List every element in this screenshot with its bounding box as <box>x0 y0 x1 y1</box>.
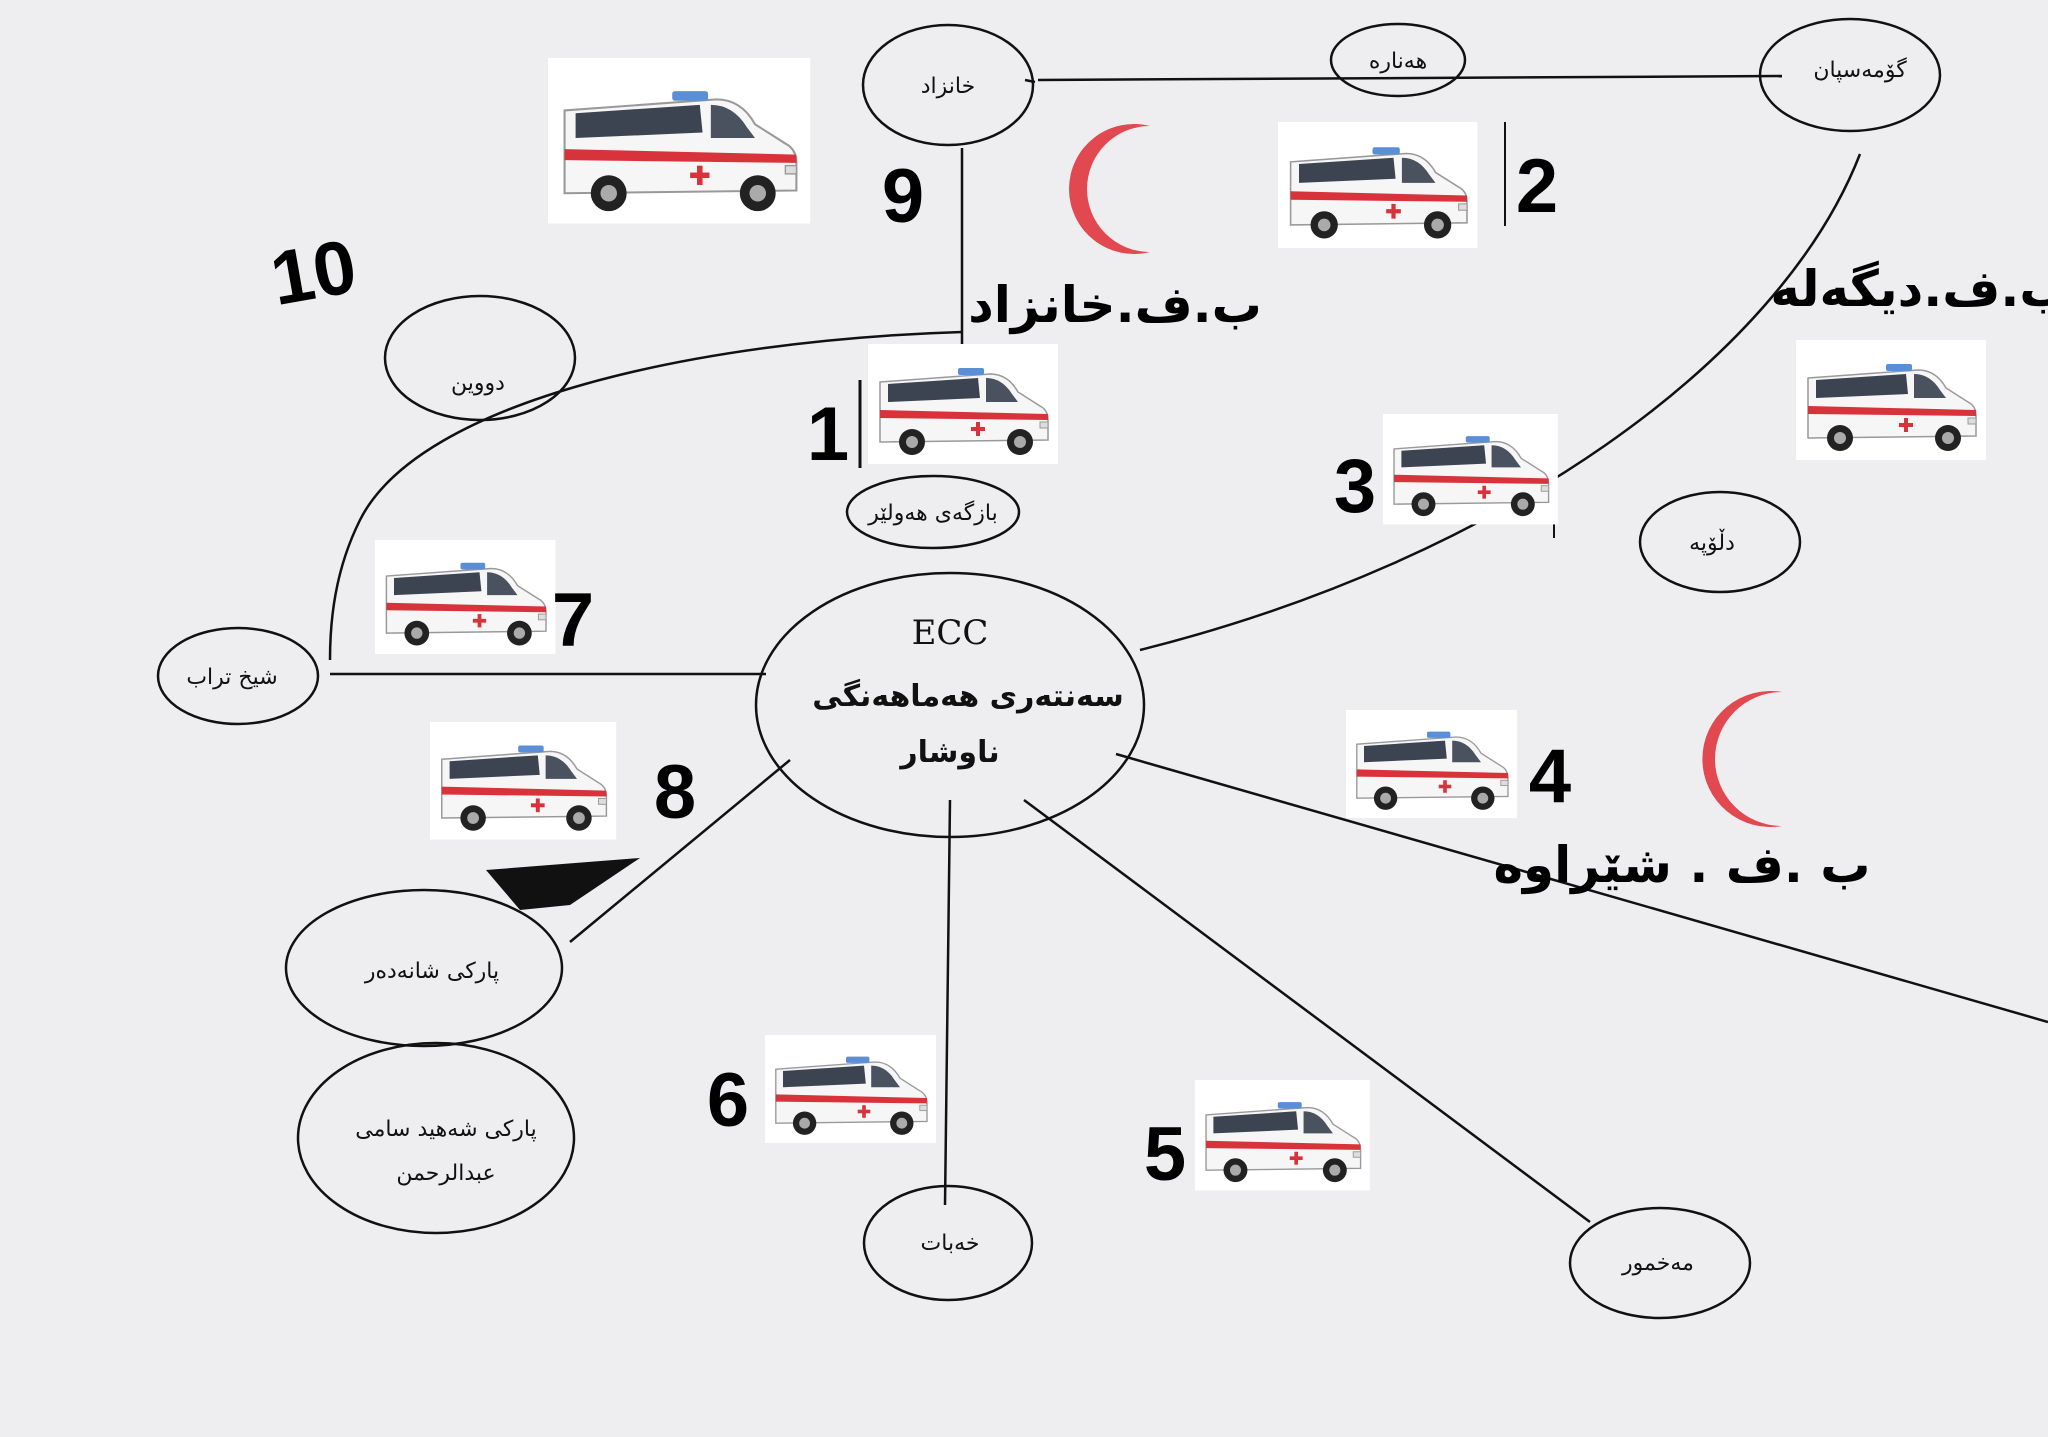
ambulance-icon <box>1277 121 1479 249</box>
number-9: 9 <box>882 154 924 239</box>
ambulance-icon <box>764 1034 937 1144</box>
node-khabat: خەبات <box>921 1231 980 1256</box>
number-2: 2 <box>1516 144 1558 229</box>
ambulances <box>374 56 1987 1192</box>
line-ecc-makhmur <box>1023 798 1591 1224</box>
number-1: 1 <box>807 392 849 477</box>
ambulance-icon <box>546 56 812 225</box>
center-line2: ناوشار <box>898 735 999 770</box>
node-parki-shahid-sami-line1: پارکی شەهید سامی <box>355 1117 537 1142</box>
red-crescent-icon <box>1702 691 1782 827</box>
number-7: 7 <box>552 578 594 663</box>
ambulance-icon <box>429 721 617 841</box>
base-shirawa: ب .ف . شێراوه <box>1494 836 1871 895</box>
ambulance-icon <box>867 343 1059 465</box>
ambulance-icon <box>374 539 557 655</box>
ambulance-icon <box>1795 339 1987 461</box>
center-line1: سەنتەری هەماهەنگی <box>812 678 1124 714</box>
number-4: 4 <box>1529 734 1571 819</box>
number-5: 5 <box>1144 1112 1186 1197</box>
base-khanzad: ب.ف.خانزاد <box>968 276 1262 335</box>
crescents <box>761 19 1990 827</box>
ambulance-icon <box>1382 413 1559 526</box>
ambulance-icon <box>1345 709 1518 819</box>
center-title: ECC <box>912 613 989 653</box>
node-dwen: دووین <box>451 371 505 396</box>
center-node: ECC سەنتەری هەماهەنگی ناوشار <box>812 613 1124 770</box>
black-mark <box>486 858 640 910</box>
node-dlopa: دڵۆپە <box>1689 528 1735 556</box>
base-labels: ب.ف.خانزاد ب.ف.دیگەلە ب .ف . شێراوه <box>968 260 2048 895</box>
ambulance-icon <box>1194 1079 1371 1192</box>
number-8: 8 <box>654 750 696 835</box>
node-sheikh-turab: شیخ تراب <box>186 665 277 690</box>
line-arc-west <box>328 330 963 661</box>
line-ecc-shanadar <box>569 759 791 943</box>
station-numbers: 1 2 3 4 5 6 7 8 9 10 <box>265 144 1572 1197</box>
node-parki-shahid-sami-line2: عبدالرحمن <box>396 1161 495 1186</box>
node-henara: هەناره <box>1369 49 1427 74</box>
red-crescent-icon <box>1929 128 1990 250</box>
node-labels: خانزاد هەناره گۆمەسپان دووین بازگەی هەول… <box>186 49 1907 1276</box>
number-6: 6 <box>707 1058 749 1143</box>
base-digala: ب.ف.دیگەلە <box>1770 260 2048 318</box>
line-ecc-east <box>1115 752 2048 1024</box>
node-khanzad: خانزاد <box>921 74 975 99</box>
line-khanzad-gomaspan <box>1037 74 1783 82</box>
node-makhmur: مەخمور <box>1621 1251 1694 1276</box>
number-10: 10 <box>265 224 363 322</box>
node-parki-shanadar: پارکی شانەدەر <box>364 959 499 984</box>
number-3: 3 <box>1334 444 1376 529</box>
line-ecc-khabat <box>943 799 952 1206</box>
node-ellipses <box>156 17 1942 1320</box>
red-crescent-icon <box>808 19 870 143</box>
line-gomaspan-ecc <box>1139 153 1862 652</box>
red-crescent-icon <box>1069 124 1150 254</box>
node-bazgai-hawler: بازگەی هەولێر <box>867 500 997 526</box>
node-gomaspan: گۆمەسپان <box>1813 57 1907 83</box>
